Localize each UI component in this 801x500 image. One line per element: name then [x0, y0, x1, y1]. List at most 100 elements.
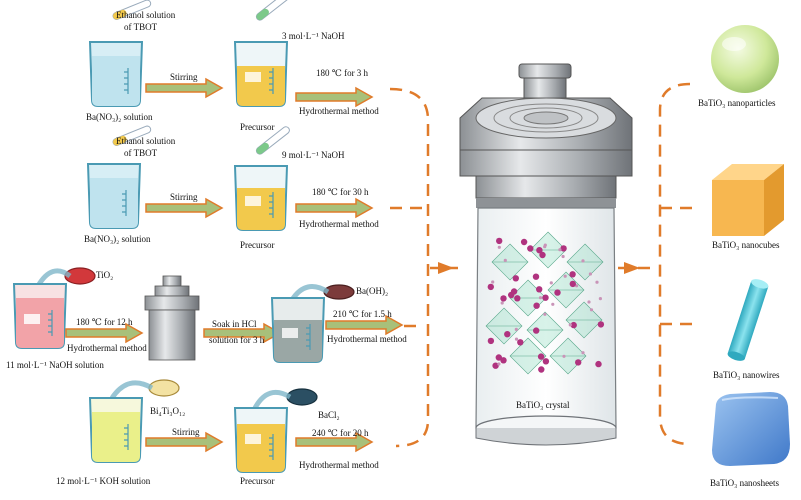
row4-cond: 240 ℃ for 20 h: [312, 428, 369, 438]
row1-beaker-label: Ba(NO₃)₂ solution: [86, 112, 153, 122]
o-atom: [503, 258, 507, 262]
o-atom: [563, 274, 567, 278]
dish-bi4ti3o12: [148, 379, 180, 397]
o-atom: [589, 308, 594, 312]
ba-atom: [569, 280, 576, 288]
ba-atom: [514, 295, 521, 302]
row3-soak2: solution for 3 h: [209, 335, 265, 345]
ba-atom: [533, 327, 540, 334]
o-atom: [551, 302, 555, 306]
row2-reagent: 9 mol·L⁻¹ NaOH: [282, 150, 345, 160]
o-atom: [587, 300, 591, 304]
nanocube: [712, 164, 784, 236]
o-atom: [588, 272, 593, 276]
row1-method: Hydrothermal method: [299, 106, 379, 116]
ba-atom: [527, 245, 534, 252]
ba-atom: [492, 362, 499, 369]
row4-product: Precursor: [240, 476, 275, 486]
small-autoclave: [144, 275, 200, 361]
row3-dish-label: TiO₂: [96, 270, 114, 280]
row2-method: Hydrothermal method: [299, 219, 379, 229]
ba-atom: [512, 275, 519, 282]
o-atom: [581, 351, 585, 355]
ba-atom: [495, 354, 502, 361]
row1-reagent: 3 mol·L⁻¹ NaOH: [282, 31, 345, 41]
test-tube-tbot: [112, 0, 152, 20]
row3-method2: Hydrothermal method: [327, 334, 407, 344]
ba-atom: [536, 247, 543, 254]
o-atom: [491, 280, 495, 284]
row4-method: Hydrothermal method: [299, 460, 379, 470]
nanowire: [727, 279, 769, 361]
ba-atom: [537, 353, 545, 360]
row4-beaker-label: 12 mol·L⁻¹ KOH solution: [56, 476, 151, 486]
ba-atom: [575, 359, 582, 366]
o-atom: [561, 254, 565, 259]
ba-atom: [539, 251, 546, 259]
row3-group: [12, 267, 403, 363]
nanoparticle-sphere: [711, 25, 779, 93]
o-atom: [514, 337, 519, 341]
ba-atom: [500, 357, 507, 364]
o-atom: [549, 281, 553, 285]
ba-atom: [533, 302, 540, 309]
product-nanosheets-label: BaTiO₃ nanosheets: [710, 478, 780, 488]
o-atom: [598, 297, 603, 301]
ba-atom: [517, 339, 524, 346]
big-autoclave: [459, 63, 633, 446]
ba-atom: [554, 289, 561, 296]
row1-product: Precursor: [240, 122, 275, 132]
row3-method1: Hydrothermal method: [67, 343, 147, 353]
right-arrowhead: [624, 262, 640, 274]
ba-atom: [570, 321, 577, 329]
test-tube-tbot-2: [112, 125, 152, 146]
o-atom: [558, 248, 562, 252]
product-nanowires-label: BaTiO₃ nanowires: [713, 370, 780, 380]
ba-atom: [538, 366, 545, 373]
ba-atom: [542, 294, 549, 301]
row4-group: [88, 379, 373, 473]
beaker-precursor-1: [233, 41, 289, 107]
ba-atom: [542, 358, 550, 365]
o-atom: [562, 354, 566, 358]
beaker-naoh-11: [12, 283, 68, 349]
beaker-ba-nitrate-2: [86, 163, 142, 229]
test-tube-naoh-9: [255, 126, 290, 155]
ba-atom: [560, 245, 567, 252]
row3-cond1: 180 ℃ for 12 h: [76, 317, 133, 327]
beaker-ba-nitrate: [88, 41, 144, 107]
row2-step1: Stirring: [170, 192, 198, 202]
ba-atom: [510, 288, 518, 295]
ba-atom: [536, 286, 543, 293]
o-atom: [497, 245, 501, 249]
row2-group: [86, 125, 373, 231]
row2-tube-label-2: of TBOT: [124, 148, 158, 158]
batio3-crystal-lattice: [485, 231, 605, 375]
ba-atom: [500, 295, 507, 302]
row2-beaker-label: Ba(NO₃)₂ solution: [84, 234, 151, 244]
ba-atom: [532, 273, 540, 280]
row1-cond: 180 ℃ for 3 h: [316, 68, 369, 78]
ba-atom: [597, 321, 605, 328]
row3-dish2-label: Ba(OH)₂: [356, 286, 389, 296]
row3-cond2: 210 ℃ for 1.5 h: [333, 309, 392, 319]
o-atom: [500, 301, 504, 305]
o-atom: [514, 327, 518, 331]
row2-product: Precursor: [240, 240, 275, 250]
beaker-precursor-2: [233, 165, 289, 231]
ba-atom: [569, 271, 576, 278]
product-nanoparticles-label: BaTiO₃ nanoparticles: [698, 98, 776, 108]
beaker-precursor-4: [233, 407, 289, 473]
beaker-koh-12: [88, 397, 144, 463]
ba-atom: [595, 360, 602, 368]
row4-dish2-label: BaCl₂: [318, 410, 340, 420]
dish-ba-oh2: [323, 284, 355, 300]
row1-tube-label-2: of TBOT: [124, 22, 158, 32]
o-atom: [595, 280, 599, 284]
ba-atom: [487, 337, 495, 345]
o-atom: [568, 323, 572, 327]
ba-atom: [496, 237, 503, 245]
test-tube-naoh-3: [255, 0, 290, 21]
ba-atom: [520, 238, 528, 246]
